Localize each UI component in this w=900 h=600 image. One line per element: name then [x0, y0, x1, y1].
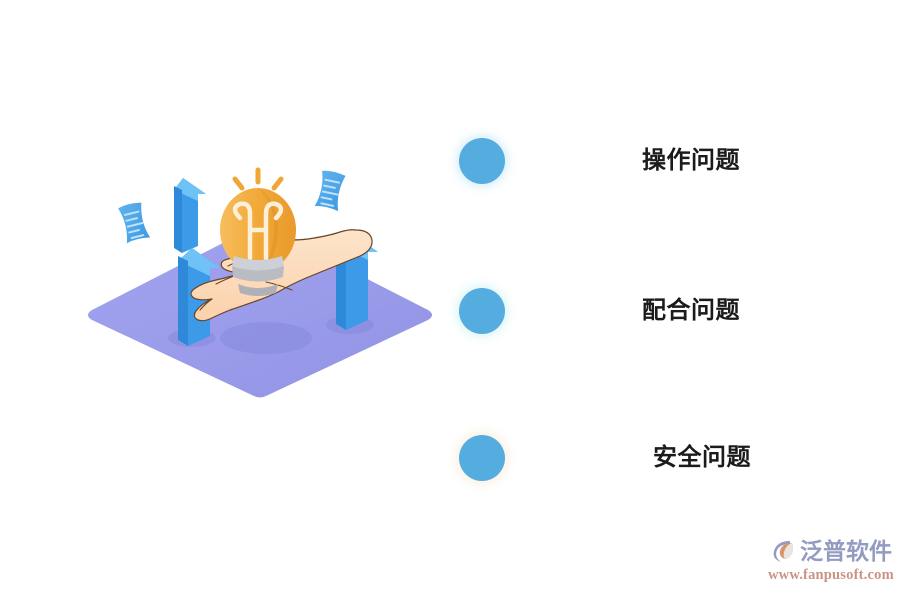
watermark-brand-name: 泛普软件 — [800, 538, 892, 564]
watermark-url: www.fanpusoft.com — [768, 567, 894, 583]
bulb-socket — [232, 256, 284, 296]
bullet-dot-icon — [459, 435, 505, 481]
list-item-label: 操作问题 — [642, 147, 740, 174]
paper-right-icon — [314, 170, 346, 212]
arrow-left-back-icon — [174, 178, 206, 253]
bullet-dot-icon — [459, 288, 505, 334]
issue-list: 操作问题 配合问题 安全问题 — [450, 110, 880, 490]
list-item[interactable]: 配合问题 — [450, 281, 880, 341]
bulb-rays-icon — [232, 167, 284, 191]
platform — [88, 224, 432, 398]
lightbulb-icon — [220, 188, 296, 296]
bullet-dot-icon — [459, 138, 505, 184]
list-item[interactable]: 操作问题 — [450, 131, 880, 191]
hand-holding-lightbulb-illustration — [70, 160, 450, 410]
list-item-label: 配合问题 — [642, 297, 740, 324]
fanpu-logo-icon — [768, 536, 798, 566]
list-item-label: 安全问题 — [653, 444, 751, 471]
list-item[interactable]: 安全问题 — [450, 428, 880, 488]
watermark: 泛普软件 www.fanpusoft.com — [768, 534, 896, 590]
watermark-brand-row: 泛普软件 — [768, 534, 896, 568]
paper-left-icon — [118, 202, 151, 244]
